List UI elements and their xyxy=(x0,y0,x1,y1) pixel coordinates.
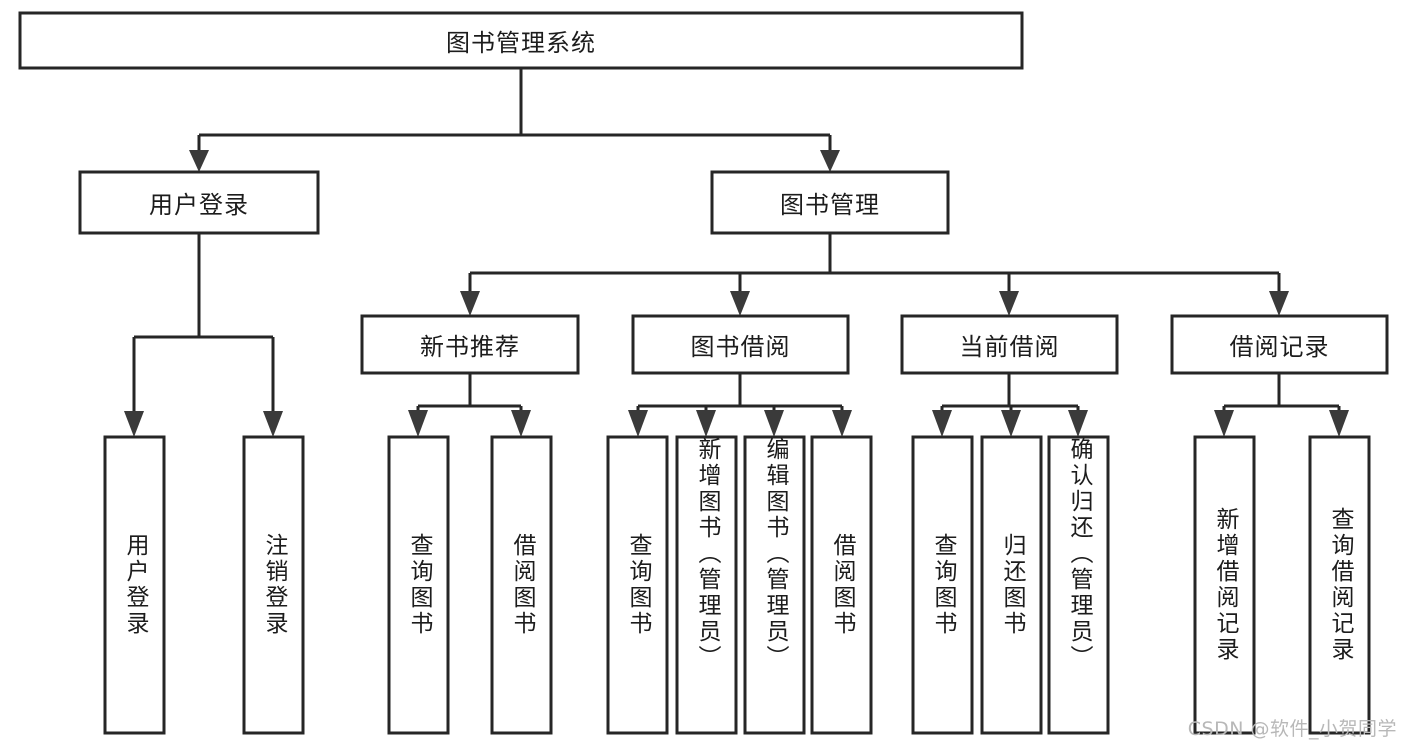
node-box-leaf-borrow-book-1[interactable] xyxy=(490,435,553,735)
node-box-leaf-query-book-3[interactable] xyxy=(911,435,974,735)
arrow-head-icon xyxy=(730,291,750,316)
connector-group-current-borrow xyxy=(932,373,1088,437)
node-box-user-login[interactable] xyxy=(78,170,320,235)
node-box-book-borrow[interactable] xyxy=(631,314,850,375)
arrow-head-icon xyxy=(820,150,840,172)
arrow-head-icon xyxy=(1214,410,1234,437)
csdn-watermark: CSDN @软件_小贺同学 xyxy=(1187,718,1397,740)
node-box-leaf-edit-book[interactable] xyxy=(743,435,806,735)
arrow-head-icon xyxy=(1329,410,1349,437)
arrow-head-icon xyxy=(764,410,784,437)
arrow-head-icon xyxy=(263,411,283,437)
node-box-leaf-user-login[interactable] xyxy=(103,435,166,735)
node-box-leaf-add-record[interactable] xyxy=(1193,435,1256,735)
node-box-book-manage[interactable] xyxy=(710,170,950,235)
node-box-leaf-confirm-return[interactable] xyxy=(1047,435,1110,735)
arrow-head-icon xyxy=(832,410,852,437)
connector-group-user-login xyxy=(124,233,283,437)
node-box-leaf-add-book[interactable] xyxy=(675,435,738,735)
arrow-head-icon xyxy=(1001,410,1021,437)
arrow-head-icon xyxy=(189,150,209,172)
arrow-head-icon xyxy=(1269,291,1289,316)
node-box-leaf-borrow-book-2[interactable] xyxy=(810,435,873,735)
arrow-head-icon xyxy=(124,411,144,437)
arrow-head-icon xyxy=(999,291,1019,316)
node-box-leaf-query-book-2[interactable] xyxy=(606,435,669,735)
arrow-head-icon xyxy=(696,410,716,437)
arrow-head-icon xyxy=(511,410,531,437)
arrow-head-icon xyxy=(408,410,428,437)
connector-group-new-book-recommend xyxy=(408,373,531,437)
arrow-head-icon xyxy=(1068,410,1088,437)
node-box-leaf-logout[interactable] xyxy=(242,435,305,735)
node-box-leaf-query-record[interactable] xyxy=(1308,435,1371,735)
node-box-current-borrow[interactable] xyxy=(900,314,1119,375)
node-box-new-book-recommend[interactable] xyxy=(360,314,580,375)
node-box-root[interactable] xyxy=(18,11,1024,70)
connector-group-book-borrow xyxy=(628,373,852,437)
node-box-borrow-record[interactable] xyxy=(1170,314,1389,375)
connector-group-book-manage xyxy=(460,233,1289,316)
arrow-head-icon xyxy=(628,410,648,437)
arrow-head-icon xyxy=(932,410,952,437)
node-box-leaf-query-book-1[interactable] xyxy=(387,435,450,735)
connector-group-borrow-record xyxy=(1214,373,1349,437)
arrow-head-icon xyxy=(460,291,480,316)
node-box-leaf-return-book[interactable] xyxy=(980,435,1043,735)
connector-group-root xyxy=(189,68,840,172)
